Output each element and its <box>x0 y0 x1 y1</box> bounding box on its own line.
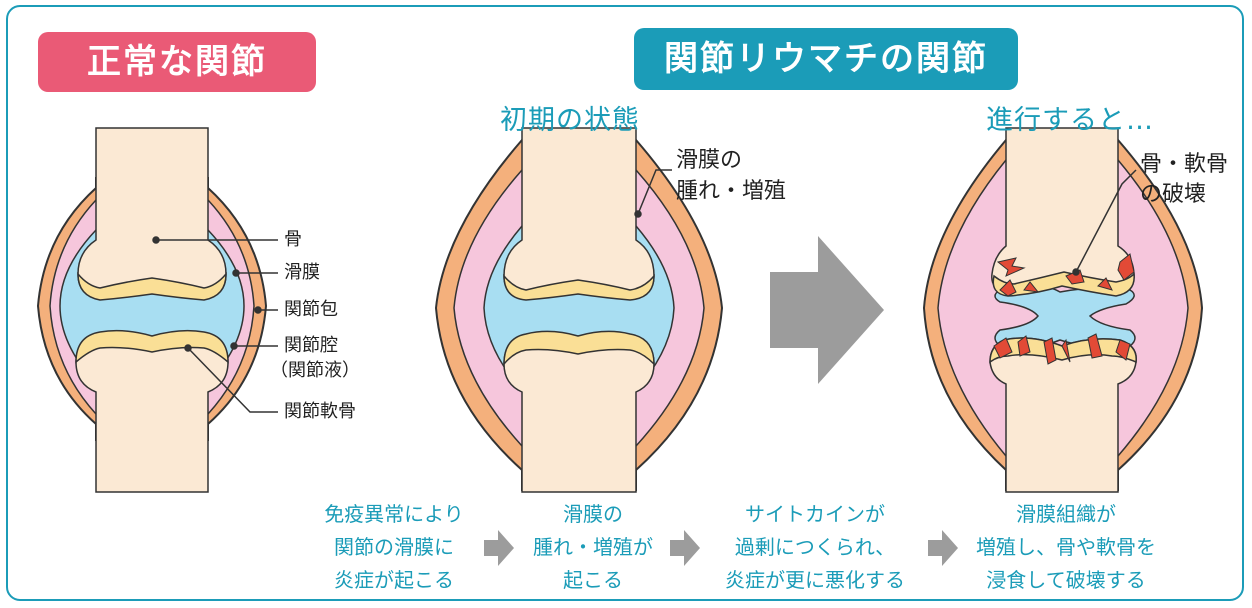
label-fluid: （関節液） <box>270 360 360 381</box>
step-caption-2: 滑膜の 腫れ・増殖が 起こる <box>518 498 668 597</box>
step2-line3: 起こる <box>563 568 623 592</box>
step4-line3: 浸食して破壊する <box>986 568 1146 592</box>
early-upper-cartilage <box>503 273 655 301</box>
normal-lower-bone <box>75 331 229 493</box>
step-arrow-icon-2 <box>670 530 700 566</box>
advanced-label-line2: の破壊 <box>1140 182 1207 207</box>
early-label-line2: 腫れ・増殖 <box>676 179 787 204</box>
step-arrow-icon-1 <box>484 530 514 566</box>
normal-lower-cartilage <box>75 329 229 364</box>
erosion-upper <box>996 253 1135 297</box>
normal-upper-cartilage <box>77 271 227 301</box>
step4-line2: 増殖し、骨や軟骨を <box>976 535 1156 559</box>
label-synovium: 滑膜 <box>284 262 320 283</box>
early-stage-title: 初期の状態 <box>500 105 640 136</box>
progression-arrow-icon <box>770 236 884 384</box>
early-label-line1: 滑膜の <box>676 148 743 173</box>
step2-line2: 腫れ・増殖が <box>533 535 653 559</box>
advanced-stage-title: 進行すると… <box>986 105 1154 136</box>
step1-line2: 関節の滑膜に <box>334 535 454 559</box>
normal-upper-bone <box>77 127 227 299</box>
erosion-lower <box>993 333 1131 365</box>
normal-joint-title: 正常な関節 <box>38 32 316 92</box>
label-cartilage: 関節軟骨 <box>284 401 356 422</box>
step-arrow-icon-3 <box>928 530 958 566</box>
early-upper-bone <box>503 127 655 299</box>
diagram-frame <box>6 5 1244 601</box>
early-lower-bone <box>503 332 655 493</box>
advanced-lower-bone <box>989 337 1137 493</box>
label-capsule: 関節包 <box>284 299 338 320</box>
step3-line1: サイトカインが <box>745 502 885 526</box>
step3-line3: 炎症が更に悪化する <box>725 568 905 592</box>
step4-line1: 滑膜組織が <box>1016 502 1116 526</box>
step-caption-3: サイトカインが 過剰につくられ、 炎症が更に悪化する <box>704 498 926 597</box>
step2-line1: 滑膜の <box>563 502 623 526</box>
early-ra-joint <box>434 127 724 493</box>
label-bone: 骨 <box>284 229 302 250</box>
step3-line2: 過剰につくられ、 <box>734 535 896 559</box>
step-caption-4: 滑膜組織が 増殖し、骨や軟骨を 浸食して破壊する <box>960 498 1172 597</box>
advanced-ra-joint <box>922 127 1204 493</box>
step1-line1: 免疫異常により <box>324 502 464 526</box>
step1-line3: 炎症が起こる <box>334 568 454 592</box>
label-cavity: 関節腔 <box>284 335 338 356</box>
early-lower-cartilage <box>503 330 655 367</box>
step-caption-1: 免疫異常により 関節の滑膜に 炎症が起こる <box>304 498 484 597</box>
advanced-label-line1: 骨・軟骨 <box>1140 152 1229 177</box>
ra-joint-title: 関節リウマチの関節 <box>634 28 1018 90</box>
normal-joint <box>36 127 278 493</box>
